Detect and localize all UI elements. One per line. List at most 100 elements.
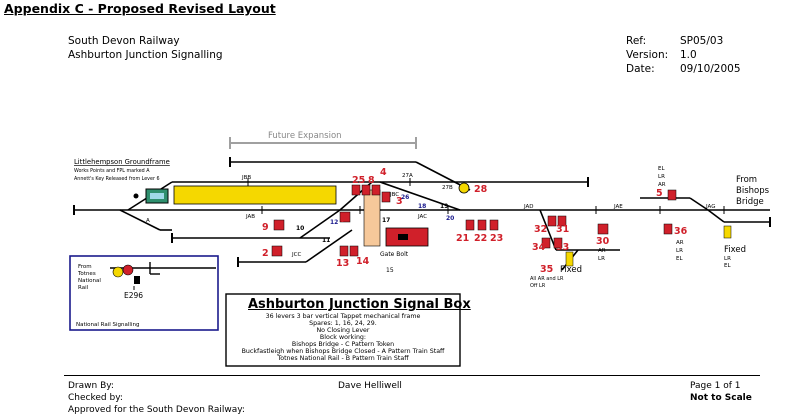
svg-text:JAE: JAE: [613, 204, 623, 210]
project-name: Ashburton Junction Signalling: [68, 49, 223, 61]
svg-text:National: National: [78, 278, 101, 284]
svg-text:22: 22: [474, 233, 487, 244]
drawn-by-label: Drawn By:: [68, 381, 114, 391]
svg-text:EL: EL: [658, 166, 665, 172]
svg-text:LR: LR: [676, 248, 683, 254]
track-circuit-joints: [229, 158, 725, 214]
svg-text:14: 14: [356, 256, 370, 267]
signal-5-routes: EL LR AR: [658, 166, 666, 188]
svg-text:5: 5: [656, 188, 663, 199]
signal-box-title: Ashburton Junction Signal Box: [248, 297, 471, 312]
signal-e296-label: E296: [124, 291, 143, 300]
page-number: Page 1 of 1: [690, 381, 741, 391]
svg-text:Rail: Rail: [78, 285, 89, 291]
national-rail-signalling-label: National Rail Signalling: [76, 322, 139, 328]
svg-text:7: 7: [340, 214, 347, 225]
from-bishops-line1: From: [736, 175, 757, 185]
footer-rule: [64, 375, 760, 376]
ref-label: Ref:: [626, 35, 647, 47]
svg-text:32: 32: [534, 224, 547, 235]
home-signal-icon: [122, 264, 134, 276]
signal-box-line-2: Spares: 1, 16, 24, 29.: [309, 320, 377, 327]
groundframe-title: Littlehempson Groundframe: [74, 158, 170, 166]
svg-text:AR: AR: [598, 248, 606, 254]
svg-text:JBB: JBB: [241, 175, 251, 181]
railway-name: South Devon Railway: [68, 35, 180, 47]
fixed-35-label: Fixed: [560, 265, 582, 275]
svg-text:AR: AR: [658, 182, 666, 188]
signal-box-line-5: Bishops Bridge - C Pattern Token: [291, 341, 395, 348]
svg-text:21: 21: [456, 233, 469, 244]
signal-box-line-4: Block working:: [319, 334, 367, 341]
buffer-stops: [73, 157, 771, 267]
svg-text:30: 30: [596, 236, 610, 247]
signal-box-line-3: No Closing Lever: [316, 327, 370, 334]
svg-text:23: 23: [490, 233, 503, 244]
checked-by-label: Checked by:: [68, 393, 123, 403]
svg-text:27A: 27A: [402, 173, 413, 179]
svg-text:2: 2: [262, 248, 269, 259]
version-label: Version:: [626, 49, 669, 61]
svg-text:33: 33: [556, 242, 569, 253]
distant-signal-icon: [112, 266, 124, 278]
signal-box-line-6: Buckfastleigh when Bishops Bridge Closed…: [241, 348, 445, 355]
track-labels: JBB JAB JCC JBC JAC JAD JAE JAG 27A 27B …: [146, 173, 715, 258]
svg-text:27B: 27B: [442, 185, 453, 191]
national-rail-frame: [69, 255, 219, 331]
svg-text:34: 34: [532, 242, 546, 253]
date-value: 09/10/2005: [680, 63, 741, 75]
ref-value: SP05/03: [680, 35, 724, 47]
from-bishops-line2: Bishops: [736, 186, 770, 196]
svg-text:13: 13: [336, 258, 349, 269]
svg-text:LR: LR: [724, 256, 731, 262]
gate-bolt-label: Gate Bolt: [380, 251, 409, 258]
svg-text:26: 26: [401, 194, 409, 201]
svg-text:JAC: JAC: [417, 214, 427, 220]
future-expansion: Future Expansion: [229, 131, 417, 149]
drawn-by-value: Dave Helliwell: [338, 381, 402, 391]
scale-note: Not to Scale: [690, 393, 752, 403]
svg-text:JCC: JCC: [291, 252, 301, 258]
groundframe-lever-icon: [133, 193, 139, 199]
gate-bolt-number: 15: [386, 267, 394, 274]
svg-text:17: 17: [382, 217, 390, 224]
fixed-right-label: Fixed: [724, 245, 746, 255]
svg-text:18: 18: [418, 203, 426, 210]
signal-box-line-1: 36 levers 3 bar vertical Tappet mechanic…: [265, 313, 421, 320]
future-expansion-label: Future Expansion: [268, 131, 342, 141]
lever-numbers: 25 8 4 3 28 26 18 20 7 12 17 19 9 10 11 …: [262, 167, 688, 275]
signal-box-line-7: Totnes National Rail - B Pattern Train S…: [277, 355, 409, 362]
svg-text:JAD: JAD: [523, 204, 534, 210]
svg-text:LR: LR: [598, 256, 605, 262]
tracks: [74, 161, 770, 271]
svg-text:10: 10: [296, 225, 304, 232]
svg-text:EL: EL: [724, 263, 731, 269]
svg-text:LR: LR: [658, 174, 665, 180]
svg-text:EL: EL: [676, 256, 683, 262]
svg-text:19: 19: [440, 203, 448, 210]
svg-text:All AR and LR: All AR and LR: [530, 276, 564, 282]
station-platform: [173, 185, 337, 205]
from-totnes: From Totnes National Rail: [77, 264, 101, 291]
svg-text:3: 3: [396, 196, 403, 207]
svg-text:35: 35: [540, 264, 553, 275]
groundframe-note-1: Works Points and FPL marked A: [74, 168, 150, 174]
svg-text:JAG: JAG: [705, 204, 715, 210]
svg-text:36: 36: [674, 226, 688, 237]
appendix-title: Appendix C - Proposed Revised Layout: [4, 1, 276, 16]
from-bishops-line3: Bridge: [736, 197, 764, 207]
svg-text:8: 8: [368, 175, 375, 186]
siding-area: [363, 189, 381, 247]
svg-text:JAB: JAB: [245, 214, 255, 220]
groundframe-note-2: Annett's Key Released from Lever 6: [74, 176, 160, 182]
svg-text:From: From: [78, 264, 92, 270]
svg-text:31: 31: [556, 224, 569, 235]
svg-text:9: 9: [262, 222, 269, 233]
svg-text:20: 20: [446, 215, 454, 222]
svg-text:11: 11: [322, 237, 330, 244]
svg-text:AR: AR: [676, 240, 684, 246]
svg-text:28: 28: [474, 184, 488, 195]
svg-text:A: A: [146, 218, 150, 224]
svg-text:JBC: JBC: [389, 192, 399, 198]
